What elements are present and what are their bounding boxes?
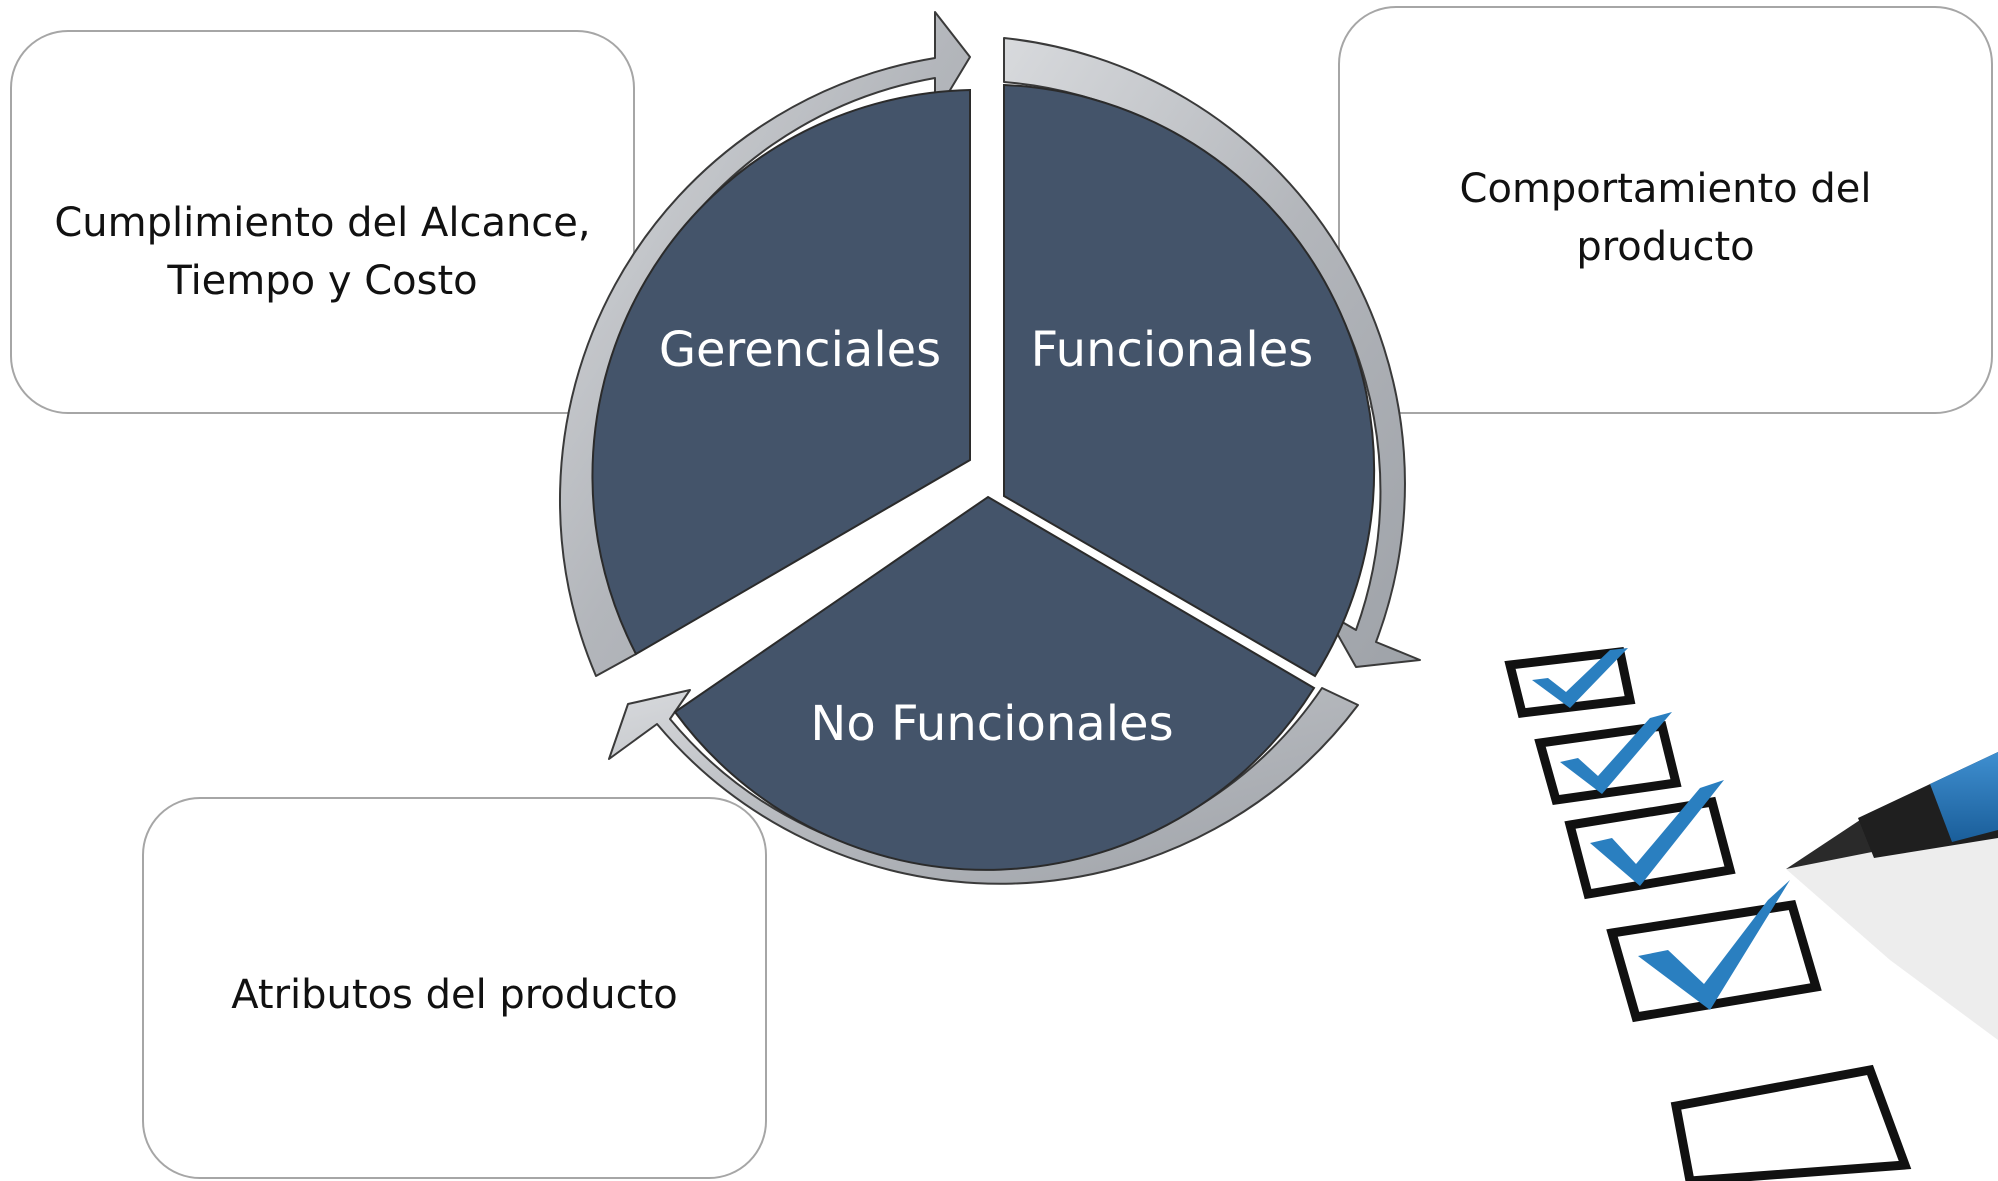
behavior-text-box: Comportamiento del producto [1338, 6, 1993, 414]
checkmark-3 [1590, 780, 1724, 886]
cycle-segments [591, 83, 1376, 871]
checkbox-3 [1564, 796, 1736, 900]
segment-label-funcionales: Funcionales [1031, 322, 1314, 378]
checkmark-1 [1532, 648, 1628, 708]
checkbox-4 [1606, 899, 1822, 1023]
attributes-text: Atributos del producto [231, 972, 678, 1018]
pen-icon [1786, 752, 1998, 1040]
scope-text: Cumplimiento del Alcance, Tiempo y Costo [54, 200, 591, 304]
checklist-icon [1504, 647, 1912, 1181]
checkbox-5 [1670, 1064, 1912, 1181]
segment-funcionales [1003, 83, 1376, 678]
checkbox-2 [1534, 720, 1682, 806]
segment-label-gerenciales: Gerenciales [659, 322, 941, 378]
checkbox-1 [1504, 647, 1636, 718]
segment-no-funcionales [673, 495, 1316, 871]
checkmark-4 [1638, 880, 1790, 1010]
segment-gerenciales [591, 88, 971, 656]
checkmark-2 [1560, 712, 1672, 794]
behavior-text: Comportamiento del producto [1459, 166, 1872, 270]
segment-label-no-funcionales: No Funcionales [810, 696, 1173, 752]
scope-text-box: Cumplimiento del Alcance, Tiempo y Costo [10, 30, 635, 414]
attributes-text-box: Atributos del producto [142, 797, 767, 1179]
